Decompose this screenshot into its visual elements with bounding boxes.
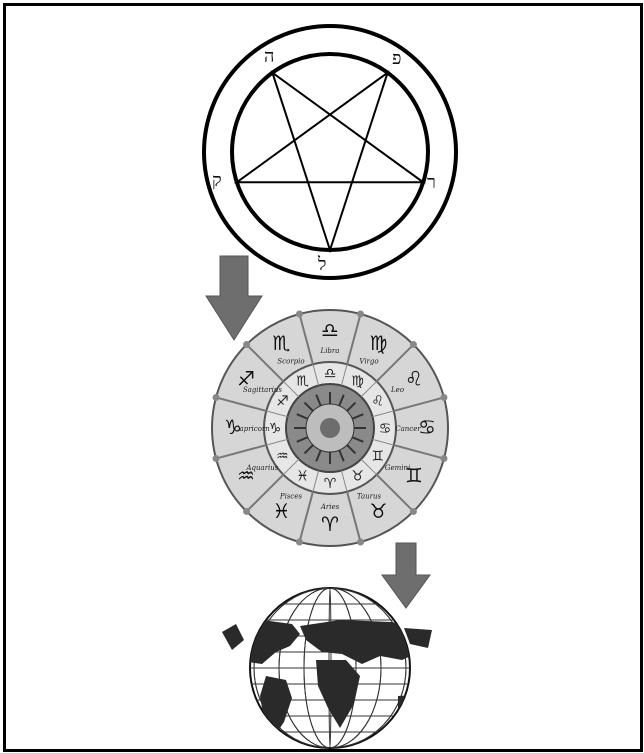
zodiac-label-taurus: Taurus	[357, 493, 382, 501]
hebrew-letter-top-left: ה	[264, 46, 274, 67]
continent-spill-left	[222, 624, 244, 650]
zodiac-glyph-taurus: ♉	[351, 469, 364, 485]
scorpio-icon: ♏	[273, 331, 291, 355]
zodiac-rivet	[243, 341, 250, 348]
zodiac-rivet	[243, 508, 250, 515]
zodiac-rivet	[440, 455, 447, 462]
zodiac-glyph-aries: ♈	[324, 476, 337, 492]
zodiac-rivet	[296, 538, 303, 545]
zodiac-label-capricorn: Capricorn	[234, 425, 270, 433]
zodiac-rivet	[440, 394, 447, 401]
zodiac-label-virgo: Virgo	[359, 357, 378, 365]
zodiac-rivet	[296, 311, 303, 318]
zodiac-rivet	[410, 508, 417, 515]
globe-icon	[222, 588, 434, 748]
zodiac-glyph-capricorn: ♑	[269, 421, 282, 437]
pentagram-inner-ring	[232, 54, 428, 250]
zodiac-rivet	[410, 341, 417, 348]
zodiac-label-aries: Aries	[320, 503, 340, 511]
continent-spill-right	[404, 628, 432, 648]
leo-icon: ♌	[405, 367, 423, 391]
zodiac-glyph-aquarius: ♒	[276, 449, 289, 465]
taurus-icon: ♉	[370, 499, 388, 523]
zodiac-label-pisces: Pisces	[279, 493, 303, 501]
zodiac-glyph-sagittarius: ♐	[276, 394, 289, 410]
zodiac-label-leo: Leo	[390, 386, 404, 394]
continent-australia	[398, 694, 434, 720]
zodiac-glyph-pisces: ♓	[296, 469, 309, 485]
libra-icon: ♎	[321, 318, 339, 342]
zodiac-glyph-virgo: ♍	[351, 373, 364, 389]
zodiac-glyph-libra: ♎	[324, 366, 337, 382]
hebrew-letter-bottom: ל	[317, 254, 326, 275]
arrow-down-icon	[206, 256, 262, 340]
zodiac-rivet	[213, 394, 220, 401]
zodiac-label-cancer: Cancer	[395, 425, 421, 433]
zodiac-glyph-scorpio: ♏	[296, 373, 309, 389]
pisces-icon: ♓	[273, 499, 291, 523]
aries-icon: ♈	[321, 512, 339, 536]
hebrew-letter-left: ק	[212, 170, 222, 191]
zodiac-rivet	[213, 455, 220, 462]
zodiac-label-scorpio: Scorpio	[277, 357, 304, 365]
zodiac-rivet	[357, 538, 364, 545]
zodiac-rivet	[357, 311, 364, 318]
zodiac-glyph-leo: ♌	[371, 394, 384, 410]
pentagram-emblem: ה פ ק ר ל	[204, 26, 456, 278]
zodiac-label-libra: Libra	[320, 347, 340, 355]
zodiac-glyph-cancer: ♋	[379, 421, 392, 437]
pentagram-outer-ring	[204, 26, 456, 278]
arrow-down-icon-2	[382, 543, 430, 608]
zodiac-glyph-gemini: ♊	[371, 449, 384, 465]
sun-core	[320, 418, 340, 438]
hebrew-letter-right: ר	[427, 172, 436, 193]
zodiac-wheel: ♎Libra♎♍Virgo♍♌Leo♌♋Cancer♋♊Gemini♊♉Taur…	[212, 310, 448, 546]
zodiac-label-aquarius: Aquarius	[245, 464, 278, 472]
zodiac-label-gemini: Gemini	[385, 464, 410, 472]
virgo-icon: ♍	[370, 331, 388, 355]
hebrew-letter-top-right: פ	[392, 48, 401, 69]
